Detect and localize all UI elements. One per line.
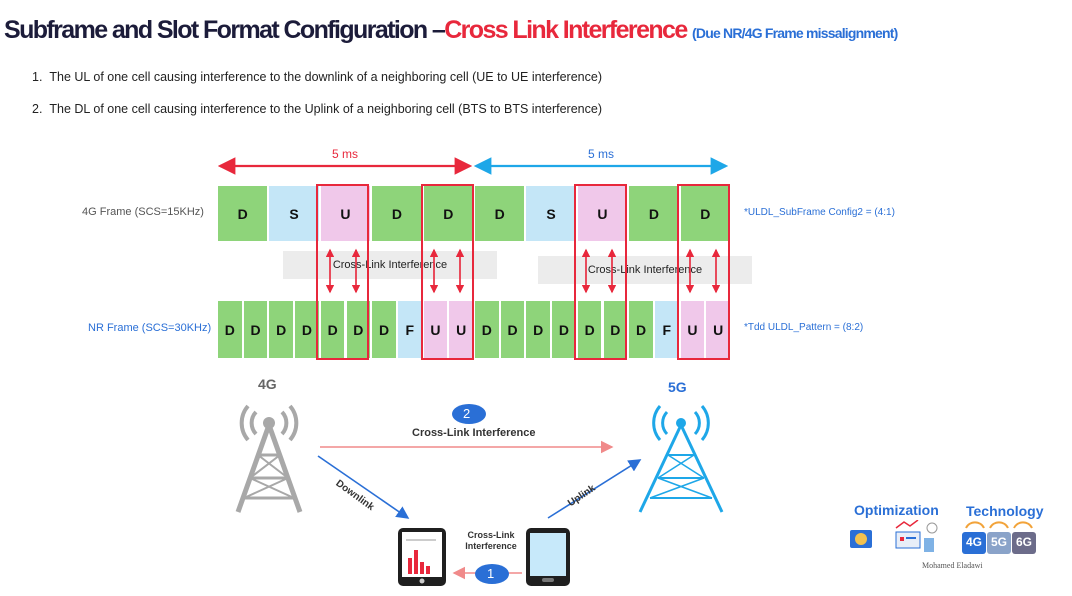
conflict-box-3 <box>574 184 627 360</box>
title-main: Subframe and Slot Format Configuration – <box>4 16 446 44</box>
device-5g-icon <box>526 528 570 586</box>
nr-slot: D <box>268 300 295 359</box>
nr-slot: D <box>474 300 500 359</box>
interference-label-right: Cross-Link Interference <box>587 264 703 276</box>
lte-subframe: U <box>576 185 629 242</box>
nr-slot: D <box>294 300 320 359</box>
optimization-icon <box>850 520 938 552</box>
lte-subframe: D <box>217 185 269 242</box>
badge-6g: 6G <box>1016 535 1033 549</box>
conflict-box-2 <box>421 184 474 360</box>
interference-label-left: Cross-Link Interference <box>332 259 448 271</box>
nr-slot: D <box>319 300 346 359</box>
badge-5g: 5G <box>991 535 1008 549</box>
tower-5g-label: 5G <box>668 379 687 395</box>
conflict-box-4 <box>677 184 730 360</box>
nr-slot: D <box>499 300 526 359</box>
lte-frame-label: 4G Frame (SCS=15KHz) <box>82 206 204 218</box>
badge-1-shape <box>475 564 509 584</box>
lte-subframe: D <box>628 185 680 242</box>
nr-slot: D <box>525 300 552 359</box>
nr-slot: D <box>345 300 372 359</box>
nr-frame-label: NR Frame (SCS=30KHz) <box>88 322 212 334</box>
lte-subframe: S <box>525 185 577 242</box>
nr-pattern: *Tdd ULDL_Pattern = (8:2) <box>744 322 864 333</box>
page-title: Subframe and Slot Format Configuration –… <box>4 16 898 45</box>
badge-4g: 4G <box>966 535 983 549</box>
nr-slot: D <box>371 300 397 359</box>
conflict-box-1 <box>316 184 369 360</box>
point-1: 1. The UL of one cell causing interferen… <box>32 70 602 84</box>
brand-technology: Technology <box>966 503 1044 519</box>
lte-config: *ULDL_SubFrame Config2 = (4:1) <box>744 207 895 218</box>
point-2: 2. The DL of one cell causing interferen… <box>32 102 602 116</box>
tower-4g-icon <box>235 404 303 513</box>
ue-interference-label: Cross-Link Interference <box>465 530 517 551</box>
timing-label-left: 5 ms <box>332 147 359 161</box>
badge-2-shape <box>452 404 486 424</box>
nr-slot: D <box>242 300 269 359</box>
nr-slot: D <box>576 300 603 359</box>
nr-slot: D <box>628 300 654 359</box>
tower-5g-icon <box>638 405 724 513</box>
nr-slot: F <box>653 300 680 359</box>
brand-optimization: Optimization <box>854 502 939 518</box>
title-highlight: Cross Link Interference <box>444 16 688 44</box>
tower-4g-label: 4G <box>258 376 277 392</box>
nr-slot: U <box>705 300 731 359</box>
badge-1: 1 <box>487 566 495 581</box>
lte-subframe: D <box>474 185 526 242</box>
nr-slot: D <box>551 300 577 359</box>
lte-subframe: S <box>268 185 320 242</box>
bts-interference-label: Cross-Link Interference <box>412 427 536 439</box>
timing-label-right: 5 ms <box>588 147 615 161</box>
technology-icon <box>962 521 1036 554</box>
nr-slot: D <box>217 300 243 359</box>
lte-subframe: D <box>371 185 423 242</box>
badge-2: 2 <box>463 406 471 421</box>
nr-slot: U <box>422 300 449 359</box>
title-subtitle: (Due NR/4G Frame missalignment) <box>692 25 898 41</box>
brand-author: Mohamed Eladawi <box>922 561 983 570</box>
lte-subframe: D <box>422 185 474 242</box>
device-4g-icon <box>398 528 446 586</box>
